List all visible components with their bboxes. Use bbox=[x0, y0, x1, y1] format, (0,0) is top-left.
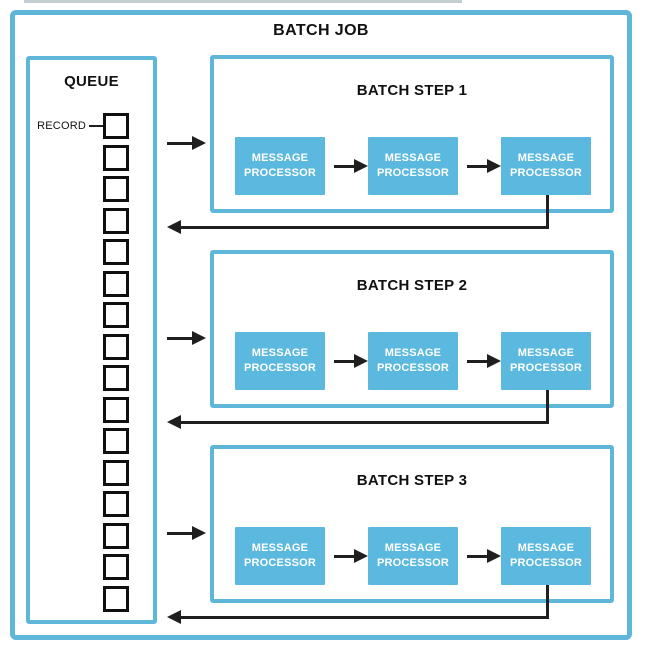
processor-flow-arrow bbox=[334, 549, 368, 563]
step3-to-queue-arrow bbox=[167, 610, 549, 624]
queue-to-step2-arrow bbox=[167, 331, 206, 345]
batch-step-3-title: BATCH STEP 3 bbox=[356, 472, 468, 489]
arrow-head-left-icon bbox=[167, 610, 181, 624]
queue-record bbox=[103, 491, 129, 517]
message-processor: MESSAGE PROCESSOR bbox=[235, 527, 325, 585]
batch-step-1-title: BATCH STEP 1 bbox=[356, 82, 468, 99]
arrow-shaft bbox=[467, 164, 487, 168]
queue-record bbox=[103, 333, 129, 360]
processor-flow-arrow bbox=[467, 159, 501, 173]
step1-to-queue-arrow bbox=[167, 220, 549, 234]
batch-step-2-box: BATCH STEP 2 MESSAGE PROCESSOR MESSAGE P… bbox=[210, 250, 614, 408]
queue-title: QUEUE bbox=[64, 73, 119, 90]
arrow-shaft bbox=[181, 225, 549, 229]
queue-records bbox=[103, 113, 129, 612]
queue-record bbox=[103, 522, 129, 549]
queue-record bbox=[103, 428, 129, 454]
arrow-shaft bbox=[167, 336, 192, 340]
arrow-head-left-icon bbox=[167, 220, 181, 234]
arrow-shaft bbox=[467, 554, 487, 558]
queue-record bbox=[103, 270, 129, 297]
arrow-shaft bbox=[167, 141, 192, 145]
queue-to-step3-arrow bbox=[167, 526, 206, 540]
queue-record bbox=[103, 207, 129, 234]
step2-return-connector bbox=[546, 390, 549, 424]
arrow-head-right-icon bbox=[354, 549, 368, 563]
message-processor: MESSAGE PROCESSOR bbox=[368, 332, 458, 390]
arrow-head-right-icon bbox=[192, 331, 206, 345]
diagram-title: BATCH JOB bbox=[273, 22, 369, 39]
batch-job-frame bbox=[10, 10, 632, 640]
record-callout-line bbox=[89, 125, 103, 127]
arrow-head-right-icon bbox=[192, 136, 206, 150]
queue-record bbox=[103, 396, 129, 423]
arrow-head-right-icon bbox=[192, 526, 206, 540]
message-processor: MESSAGE PROCESSOR bbox=[235, 137, 325, 195]
arrow-head-right-icon bbox=[487, 354, 501, 368]
message-processor: MESSAGE PROCESSOR bbox=[501, 527, 591, 585]
queue-box bbox=[26, 56, 157, 624]
arrow-head-right-icon bbox=[487, 159, 501, 173]
batch-step-1-box: BATCH STEP 1 MESSAGE PROCESSOR MESSAGE P… bbox=[210, 55, 614, 213]
batch-step-3-box: BATCH STEP 3 MESSAGE PROCESSOR MESSAGE P… bbox=[210, 445, 614, 603]
message-processor: MESSAGE PROCESSOR bbox=[235, 332, 325, 390]
arrow-shaft bbox=[334, 554, 354, 558]
message-processor: MESSAGE PROCESSOR bbox=[501, 332, 591, 390]
queue-record bbox=[103, 365, 129, 391]
batch-step-2-title: BATCH STEP 2 bbox=[356, 277, 468, 294]
arrow-head-left-icon bbox=[167, 415, 181, 429]
queue-to-step1-arrow bbox=[167, 136, 206, 150]
message-processor: MESSAGE PROCESSOR bbox=[501, 137, 591, 195]
screen-edge-artifact bbox=[24, 0, 462, 3]
processor-flow-arrow bbox=[467, 354, 501, 368]
queue-record bbox=[103, 302, 129, 328]
arrow-shaft bbox=[181, 420, 549, 424]
processor-flow-arrow bbox=[334, 159, 368, 173]
queue-record bbox=[103, 113, 129, 139]
arrow-shaft bbox=[334, 359, 354, 363]
arrow-head-right-icon bbox=[487, 549, 501, 563]
arrow-head-right-icon bbox=[354, 159, 368, 173]
processor-flow-arrow bbox=[334, 354, 368, 368]
queue-record bbox=[103, 144, 129, 171]
message-processor: MESSAGE PROCESSOR bbox=[368, 137, 458, 195]
step1-return-connector bbox=[546, 195, 549, 229]
arrow-head-right-icon bbox=[354, 354, 368, 368]
step2-to-queue-arrow bbox=[167, 415, 549, 429]
arrow-shaft bbox=[167, 531, 192, 535]
arrow-shaft bbox=[181, 615, 549, 619]
step3-return-connector bbox=[546, 585, 549, 619]
queue-record bbox=[103, 585, 129, 612]
queue-record bbox=[103, 554, 129, 580]
arrow-shaft bbox=[467, 359, 487, 363]
record-callout-label: RECORD bbox=[37, 120, 86, 132]
message-processor: MESSAGE PROCESSOR bbox=[368, 527, 458, 585]
queue-record bbox=[103, 459, 129, 486]
arrow-shaft bbox=[334, 164, 354, 168]
processor-flow-arrow bbox=[467, 549, 501, 563]
queue-record bbox=[103, 239, 129, 265]
queue-record bbox=[103, 176, 129, 202]
